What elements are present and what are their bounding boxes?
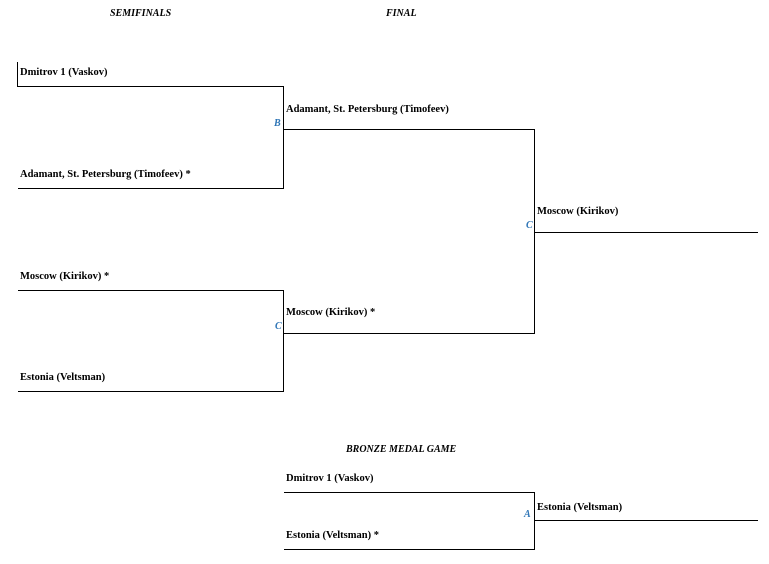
final-winner: Moscow (Kirikov) — [537, 206, 619, 217]
semifinals-heading: SEMIFINALS — [110, 8, 172, 19]
semifinal-2-sheet-label: C — [275, 321, 282, 332]
final-heading: FINAL — [386, 8, 417, 19]
semifinal-1-bracket-line — [17, 62, 284, 189]
semifinal-2-bracket-line — [18, 290, 284, 392]
semifinal-2-team-top: Moscow (Kirikov) * — [20, 271, 110, 282]
final-bracket-line — [284, 129, 535, 334]
semifinal-1-team-bottom: Adamant, St. Petersburg (Timofeev) * — [20, 169, 191, 180]
semifinal-2-winner: Moscow (Kirikov) * — [286, 307, 376, 318]
bronze-sheet-label: A — [524, 509, 531, 520]
semifinal-1-sheet-label: B — [274, 118, 281, 129]
final-sheet-label: C — [526, 220, 533, 231]
bronze-medal-game-heading: BRONZE MEDAL GAME — [346, 444, 457, 455]
bronze-team-bottom: Estonia (Veltsman) * — [286, 530, 379, 541]
semifinal-1-winner: Adamant, St. Petersburg (Timofeev) — [286, 104, 449, 115]
semifinal-1-team-top: Dmitrov 1 (Vaskov) — [20, 67, 108, 78]
semifinal-2-team-bottom: Estonia (Veltsman) — [20, 372, 106, 383]
bronze-winner: Estonia (Veltsman) — [537, 502, 623, 513]
bronze-team-top: Dmitrov 1 (Vaskov) — [286, 473, 374, 484]
bronze-bracket-line — [284, 492, 535, 550]
